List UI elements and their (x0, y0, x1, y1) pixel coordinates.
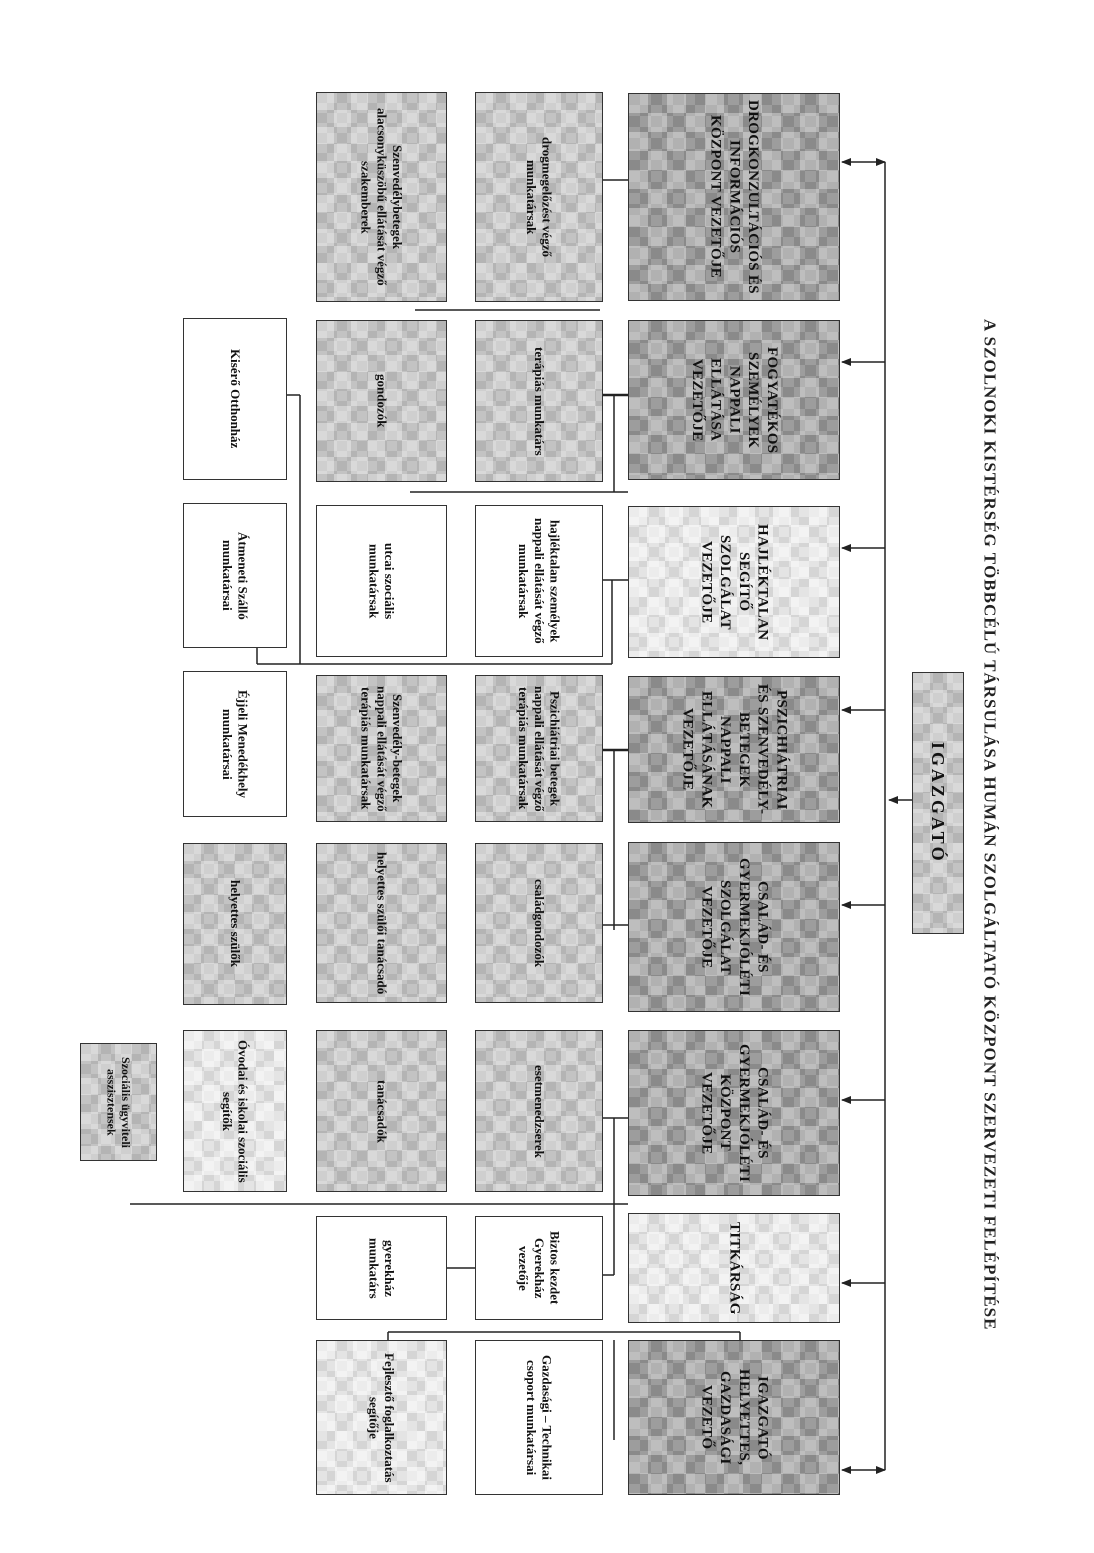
staff-label: drogmegelőzést végző munkatársak (524, 137, 555, 257)
supported-home-box: Kisérő Otthonház (183, 318, 287, 480)
sure-start-house-head-box: Biztos kezdet Gyerekház vezetője (475, 1216, 603, 1320)
school-social-helpers-box: Óvodai és iskolai szociális segítők (183, 1030, 287, 1192)
deputy-director-head-box: IGAZGATÓ HELYETTES, GAZDASÁGI VEZETŐ (628, 1340, 840, 1495)
night-shelter-staff-box: Éjjeli Menedékhely munkatársai (183, 671, 287, 817)
staff-label: esetmenedzserek (531, 1064, 547, 1158)
staff-label: terápiás munkatárs (531, 346, 547, 456)
unit-head-label: CSALÁD- ÉS GYERMEKJÓLÉTI SZOLGÁLAT VEZET… (698, 857, 771, 997)
low-threshold-addiction-staff-box: Szenvedélybetegek alacsonyküszöbű ellátá… (316, 92, 447, 302)
staff-label: gondozók (374, 374, 390, 428)
staff-label: tanácsadók (374, 1079, 390, 1143)
drug-prevention-staff-box: drogmegelőzést végző munkatársak (475, 92, 603, 302)
psychiatric-day-care-head-box: PSZICHIÁTRIAI ÉS SZENVEDÉLY-BETEGEK NAPP… (628, 676, 840, 823)
staff-label: helyettes szülői tanácsadó (374, 851, 390, 995)
transitional-hostel-staff-box: Átmeneti Szálló munkatársai (183, 503, 287, 648)
staff-label: utcai szociális munkatársak (366, 542, 398, 620)
unit-head-label: TITKÁRSÁG (726, 1221, 743, 1315)
unit-head-label: PSZICHIÁTRIAI ÉS SZENVEDÉLY-BETEGEK NAPP… (679, 684, 790, 815)
street-social-workers-box: utcai szociális munkatársak (316, 505, 447, 657)
caregivers-box: gondozók (316, 320, 447, 482)
unit-head-label: CSALÁD- ÉS GYERMEKJÓLÉTI KÖZPONT VEZETŐJ… (698, 1043, 771, 1183)
addiction-therapy-staff-box: Szenvedély-betegek nappali ellátását vég… (316, 675, 447, 822)
staff-label: Óvodai és iskolai szociális segítők (220, 1039, 251, 1183)
staff-label: családgondozók (531, 878, 547, 968)
staff-label: Szociális ügyviteli asszisztensek (104, 1056, 133, 1148)
staff-label: helyettes szülők (227, 880, 243, 968)
staff-label: hajléktalan személyek nappali ellátását … (516, 518, 563, 644)
children-house-staff-box: gyerekház munkatárs (316, 1216, 447, 1320)
family-welfare-center-head-box: CSALÁD- ÉS GYERMEKJÓLÉTI KÖZPONT VEZETŐJ… (628, 1030, 840, 1196)
disabled-day-care-head-box: FOGYATÉKOS SZEMÉLYEK NAPPALI ELLÁTÁSA VE… (628, 320, 840, 480)
unit-head-label: HAJLÉKTALAN SEGÍTŐ SZOLGÁLAT VEZETŐJE (698, 523, 771, 641)
org-chart-title: A SZOLNOKI KISTÉRSÉG TÖBBCÉLÚ TÁRSULÁSA … (980, 319, 1000, 1331)
homeless-day-care-staff-box: hajléktalan személyek nappali ellátását … (475, 505, 603, 657)
director-box: IGAZGATÓ (912, 672, 964, 934)
psychiatric-therapy-staff-box: Pszichiátriai betegek nappali ellátását … (475, 675, 603, 822)
economic-technical-staff-box: Gazdasági – Technikai csoport munkatársa… (475, 1340, 603, 1495)
case-managers-box: esetmenedzserek (475, 1030, 603, 1192)
therapy-staff-box: terápiás munkatárs (475, 320, 603, 482)
foster-parent-advisor-box: helyettes szülői tanácsadó (316, 843, 447, 1003)
staff-label: Kisérő Otthonház (227, 349, 243, 449)
staff-label: Szenvedély-betegek nappali ellátását vég… (358, 685, 405, 812)
family-welfare-service-head-box: CSALÁD- ÉS GYERMEKJÓLÉTI SZOLGÁLAT VEZET… (628, 842, 840, 1012)
social-admin-assistants-box: Szociális ügyviteli asszisztensek (80, 1043, 157, 1161)
unit-head-label: FOGYATÉKOS SZEMÉLYEK NAPPALI ELLÁTÁSA VE… (688, 346, 780, 454)
development-employment-helper-box: Fejlesztő foglalkoztatás segítője (316, 1340, 447, 1495)
family-caseworkers-box: családgondozók (475, 843, 603, 1003)
staff-label: Fejlesztő foglalkoztatás segítője (366, 1352, 398, 1483)
unit-head-label: IGAZGATÓ HELYETTES, GAZDASÁGI VEZETŐ (698, 1369, 771, 1466)
staff-label: gyerekház munkatárs (366, 1237, 398, 1299)
staff-label: Éjjeli Menedékhely munkatársai (220, 690, 251, 798)
counsellors-box: tanácsadók (316, 1030, 447, 1192)
drug-consultation-head-box: DROGKONZULTÁCIÓS ÉS INFORMÁCIÓS KÖZPONT … (628, 93, 840, 301)
staff-label: Pszichiátriai betegek nappali ellátását … (516, 685, 563, 812)
homeless-service-head-box: HAJLÉKTALAN SEGÍTŐ SZOLGÁLAT VEZETŐJE (628, 506, 840, 658)
staff-label: Gazdasági – Technikai csoport munkatársa… (524, 1355, 555, 1480)
staff-label: Átmeneti Szálló munkatársai (220, 531, 251, 620)
staff-label: Biztos kezdet Gyerekház vezetője (516, 1231, 563, 1305)
foster-parents-box: helyettes szülők (183, 843, 287, 1005)
director-label: IGAZGATÓ (928, 742, 948, 864)
staff-label: Szenvedélybetegek alacsonyküszöbű ellátá… (358, 108, 405, 286)
secretariat-head-box: TITKÁRSÁG (628, 1213, 840, 1323)
unit-head-label: DROGKONZULTÁCIÓS ÉS INFORMÁCIÓS KÖZPONT … (707, 100, 762, 294)
